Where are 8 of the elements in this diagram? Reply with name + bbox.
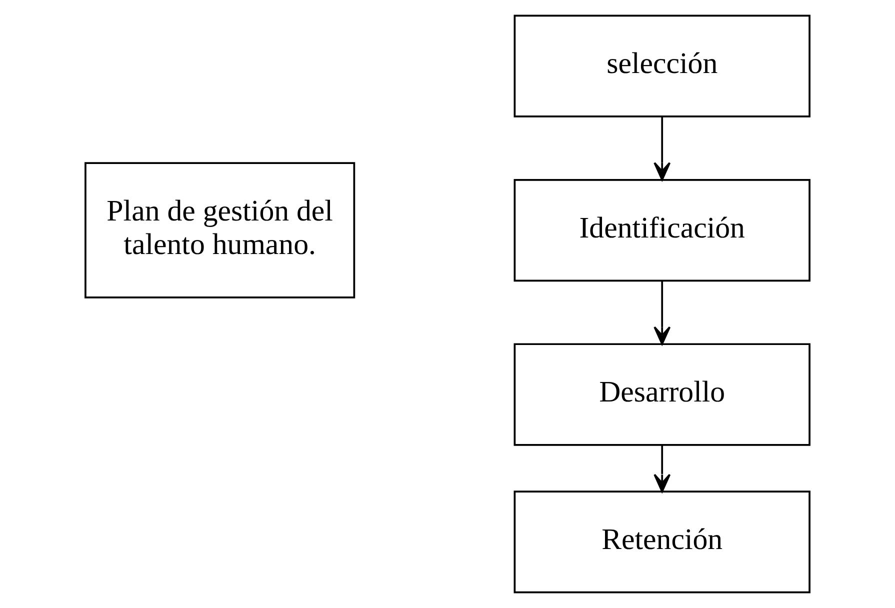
node-box: Retención [514, 490, 810, 594]
arrow [654, 445, 671, 492]
arrow [654, 281, 671, 345]
node-box: Plan de gestión del talento humano. [84, 162, 356, 298]
node-box: Identificación [514, 178, 810, 282]
node-box: selección [514, 14, 810, 118]
arrow [654, 116, 671, 181]
node-box: Desarrollo [514, 343, 810, 446]
